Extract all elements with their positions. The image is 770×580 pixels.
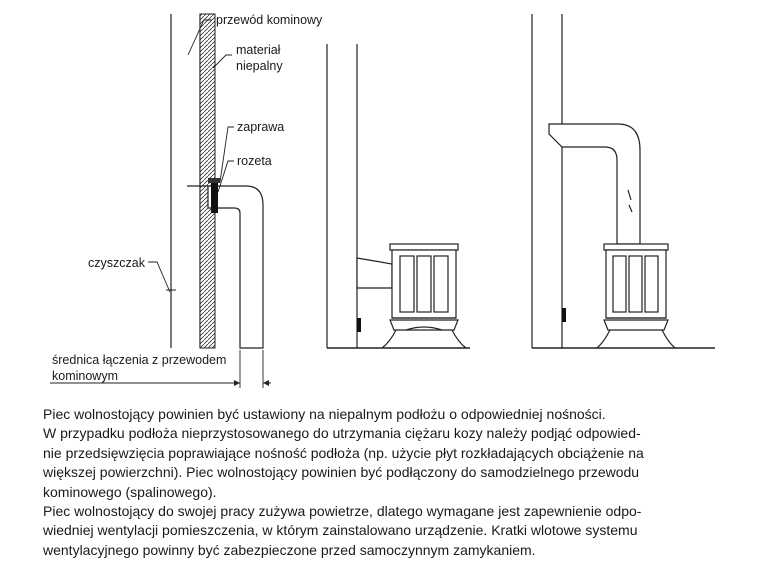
label-diameter-2: kominowym	[52, 369, 118, 383]
label-material-2: niepalny	[236, 59, 283, 73]
description-paragraph-1: Piec wolnostojący powinien być ustawiony…	[43, 406, 644, 500]
label-flue: przewód kominowy	[216, 13, 323, 27]
connection-detail	[50, 13, 271, 388]
stove-rear-connection	[326, 44, 470, 349]
installation-diagram: przewód kominowy materiał niepalny zapra…	[50, 13, 715, 388]
description-paragraph-2: Piec wolnostojący do swojej pracy zużywa…	[43, 503, 642, 558]
flue-pipe	[187, 185, 264, 349]
label-material-1: materiał	[236, 43, 281, 57]
label-rosette: rozeta	[237, 154, 272, 168]
label-cleanout: czyszczak	[88, 256, 146, 270]
label-diameter-1: średnica łączenia z przewodem	[52, 353, 226, 367]
stove-top-connection	[531, 14, 715, 349]
label-mortar: zaprawa	[237, 120, 284, 134]
rosette	[211, 183, 218, 213]
description-text: Piec wolnostojący powinien być ustawiony…	[43, 405, 733, 560]
leader-lines	[148, 19, 234, 293]
